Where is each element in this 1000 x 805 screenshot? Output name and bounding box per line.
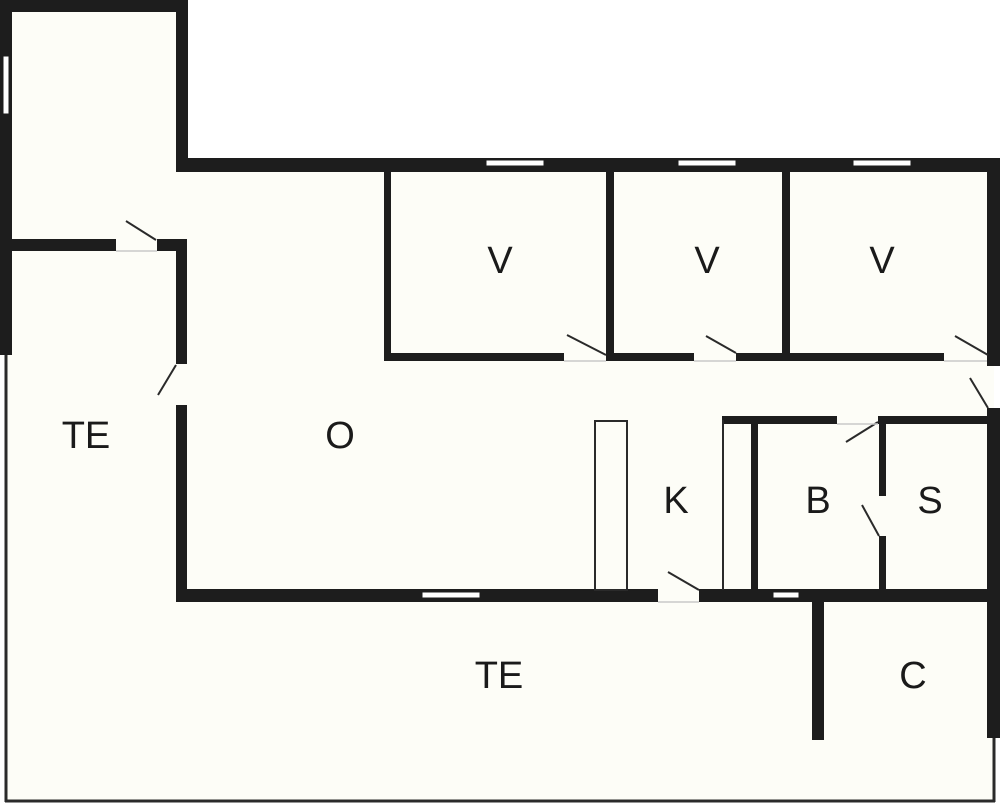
room-label-kitchen: K: [663, 480, 688, 522]
room-label-c: C: [899, 655, 926, 697]
room-label-living: O: [325, 415, 355, 457]
room-labels: V V V O TE K B S TE C: [62, 240, 943, 697]
room-label-terrace-left: TE: [62, 415, 111, 457]
door-swing: [845, 421, 879, 443]
door-swing: [969, 377, 989, 409]
floor-areas: [5, 6, 994, 801]
doors: [125, 220, 989, 591]
door-swing: [667, 571, 700, 591]
door-swing: [954, 335, 989, 356]
window: [852, 159, 912, 167]
counter: [594, 420, 628, 591]
room-label-bedroom-2: V: [694, 240, 720, 282]
window: [2, 55, 10, 115]
window: [772, 591, 800, 599]
kitchen-counters: [594, 420, 724, 591]
window: [421, 591, 481, 599]
room-label-terrace-bottom: TE: [475, 655, 524, 697]
windows: [2, 55, 912, 599]
room-label-sauna: S: [917, 480, 942, 522]
door-swing: [125, 220, 157, 241]
window: [677, 159, 737, 167]
window: [485, 159, 545, 167]
room-label-bedroom-1: V: [487, 240, 513, 282]
door-swing: [157, 364, 177, 396]
terrace-outline: [4, 355, 996, 803]
door-swing: [705, 335, 737, 354]
door-swing: [566, 334, 607, 356]
room-label-bath: B: [805, 480, 830, 522]
room-label-bedroom-3: V: [869, 240, 895, 282]
door-swing: [861, 504, 880, 537]
door-thresholds: [116, 250, 987, 603]
